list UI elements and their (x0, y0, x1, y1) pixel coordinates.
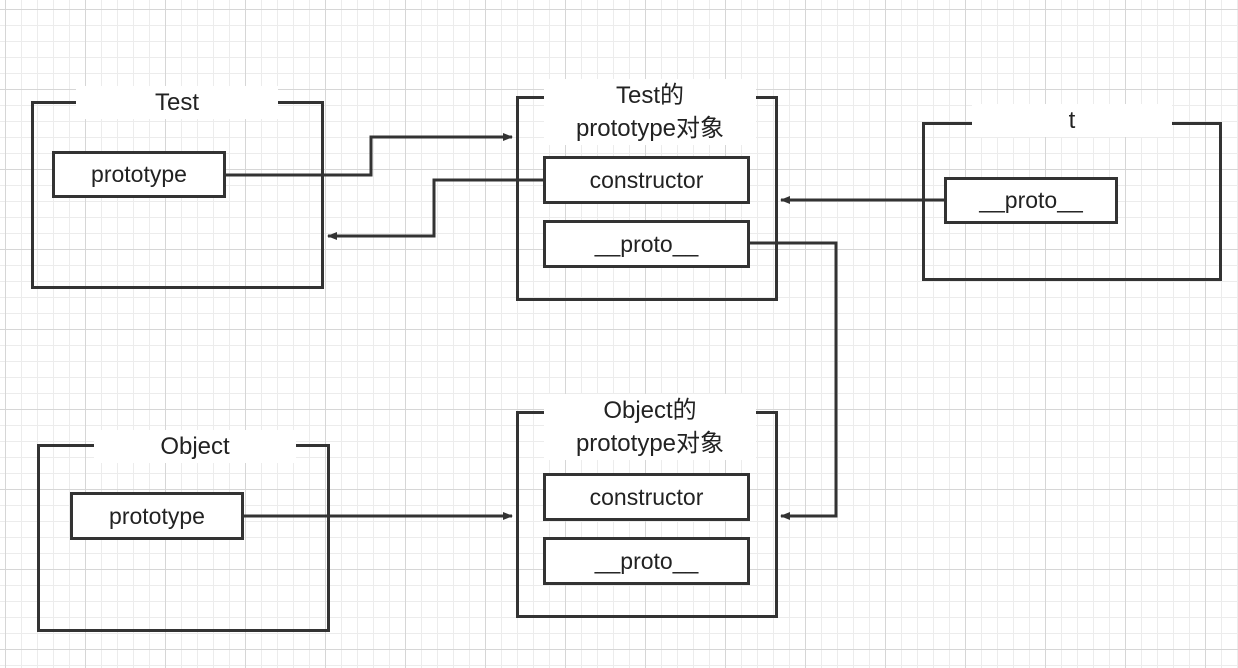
test-prototype-object-title-line2: prototype对象 (575, 115, 725, 142)
t-instance-title: t (972, 104, 1172, 137)
object-prototype-field[interactable]: prototype (70, 492, 244, 540)
object-prototype-object-title-line2: prototype对象 (575, 430, 725, 457)
object-prototype-object-title-line1: Object的 (603, 397, 697, 424)
test-prototype-object-title: Test的 prototype对象 (544, 79, 756, 145)
test-proto-proto-field[interactable]: __proto__ (543, 220, 750, 268)
object-function-title: Object (94, 430, 296, 463)
test-prototype-field[interactable]: prototype (52, 151, 226, 198)
object-proto-constructor-field[interactable]: constructor (543, 473, 750, 521)
test-proto-constructor-field[interactable]: constructor (543, 156, 750, 204)
edge-constructor-to-test (327, 178, 545, 240)
object-proto-proto-field[interactable]: __proto__ (543, 537, 750, 585)
t-proto-field[interactable]: __proto__ (944, 177, 1118, 224)
test-function-title: Test (76, 86, 278, 119)
object-prototype-object-title: Object的 prototype对象 (544, 394, 756, 460)
test-prototype-object-title-line1: Test的 (615, 82, 684, 109)
